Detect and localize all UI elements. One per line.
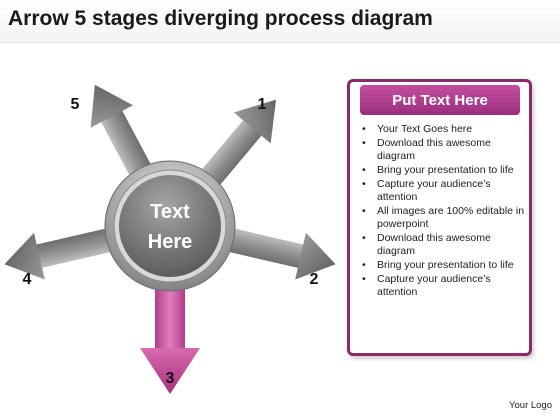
title-bar: Arrow 5 stages diverging process diagram xyxy=(0,0,560,43)
page-title: Arrow 5 stages diverging process diagram xyxy=(8,7,433,30)
center-text-line1: Text xyxy=(150,201,190,223)
stage-number-1: 1 xyxy=(258,96,267,113)
center-text-line2: Here xyxy=(148,231,192,253)
bullet-item: All images are 100% editable in powerpoi… xyxy=(358,205,528,231)
text-panel: Put Text Here Your Text Goes here Downlo… xyxy=(347,79,532,356)
stage-number-3: 3 xyxy=(166,370,175,387)
bullet-item: Bring your presentation to life xyxy=(358,164,528,177)
center-circle: Text Here xyxy=(104,160,236,292)
bullet-item: Capture your audience’s attention xyxy=(358,178,528,204)
panel-header: Put Text Here xyxy=(360,85,520,115)
bullet-item: Bring your presentation to life xyxy=(358,259,528,272)
logo-text: Your Logo xyxy=(509,400,552,411)
bullet-item: Download this awesome diagram xyxy=(358,232,528,258)
stage-number-2: 2 xyxy=(310,271,319,288)
stage-number-4: 4 xyxy=(23,271,32,288)
stage-number-5: 5 xyxy=(71,96,80,113)
bullet-item: Your Text Goes here xyxy=(358,123,528,136)
bullet-item: Download this awesome diagram xyxy=(358,137,528,163)
bullet-item: Capture your audience’s attention xyxy=(358,273,528,299)
bullet-list: Your Text Goes here Download this awesom… xyxy=(358,123,528,300)
